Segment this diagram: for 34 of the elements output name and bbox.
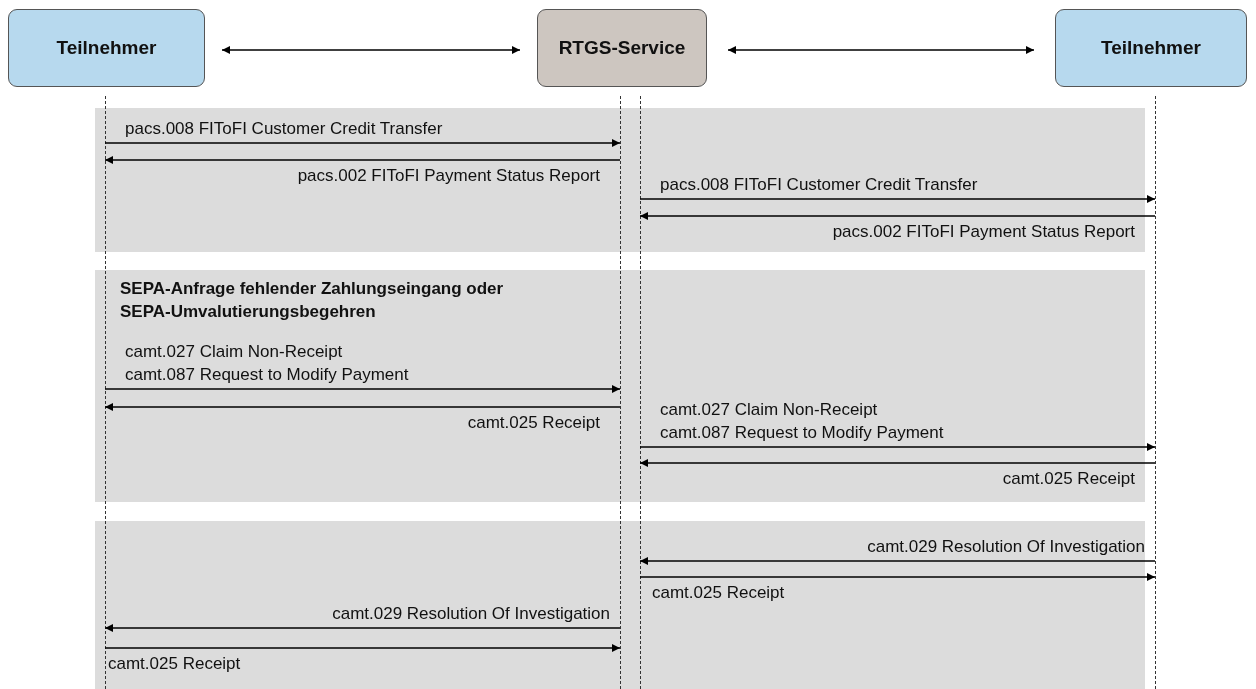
message-arrow (104, 644, 621, 652)
participant-box: Teilnehmer (8, 9, 205, 87)
message-arrow (639, 557, 1156, 565)
edge-label: pacs.002 FIToFI Payment Status Report (832, 221, 1135, 243)
lifeline (1155, 96, 1156, 689)
edge-label: camt.027 Claim Non-Receipt camt.087 Request to Modify Payment (125, 341, 410, 386)
message-arrow (639, 212, 1156, 220)
message-arrow (639, 443, 1156, 451)
lifeline (105, 96, 106, 689)
message-arrow (104, 403, 621, 411)
group-heading: SEPA-Anfrage fehlender Zahlungseingang oder SEPA-Umvalutierungsbegehren (120, 278, 505, 323)
edge-label: camt.025 Receipt (1002, 468, 1135, 490)
message-arrow (221, 46, 521, 54)
edge-label: camt.025 Receipt (108, 653, 241, 675)
message-arrow (639, 195, 1156, 203)
message-arrow (104, 624, 621, 632)
edge-label: camt.025 Receipt (467, 412, 600, 434)
message-arrow (639, 459, 1156, 467)
edge-label: camt.025 Receipt (652, 582, 785, 604)
lifeline (640, 96, 641, 689)
edge-label: pacs.008 FIToFI Customer Credit Transfer (125, 118, 443, 140)
message-arrow (639, 573, 1156, 581)
lifeline (620, 96, 621, 689)
edge-label: camt.027 Claim Non-Receipt camt.087 Request to Modify Payment (660, 399, 945, 444)
message-arrow (104, 139, 621, 147)
edge-label: camt.029 Resolution Of Investigation (867, 536, 1145, 558)
message-arrow (104, 385, 621, 393)
edge-label: camt.029 Resolution Of Investigation (332, 603, 610, 625)
edge-label: pacs.002 FIToFI Payment Status Report (297, 165, 600, 187)
service-box: RTGS-Service (537, 9, 707, 87)
participant-box: Teilnehmer (1055, 9, 1247, 87)
message-arrow (727, 46, 1035, 54)
message-arrow (104, 156, 621, 164)
edge-label: pacs.008 FIToFI Customer Credit Transfer (660, 174, 978, 196)
